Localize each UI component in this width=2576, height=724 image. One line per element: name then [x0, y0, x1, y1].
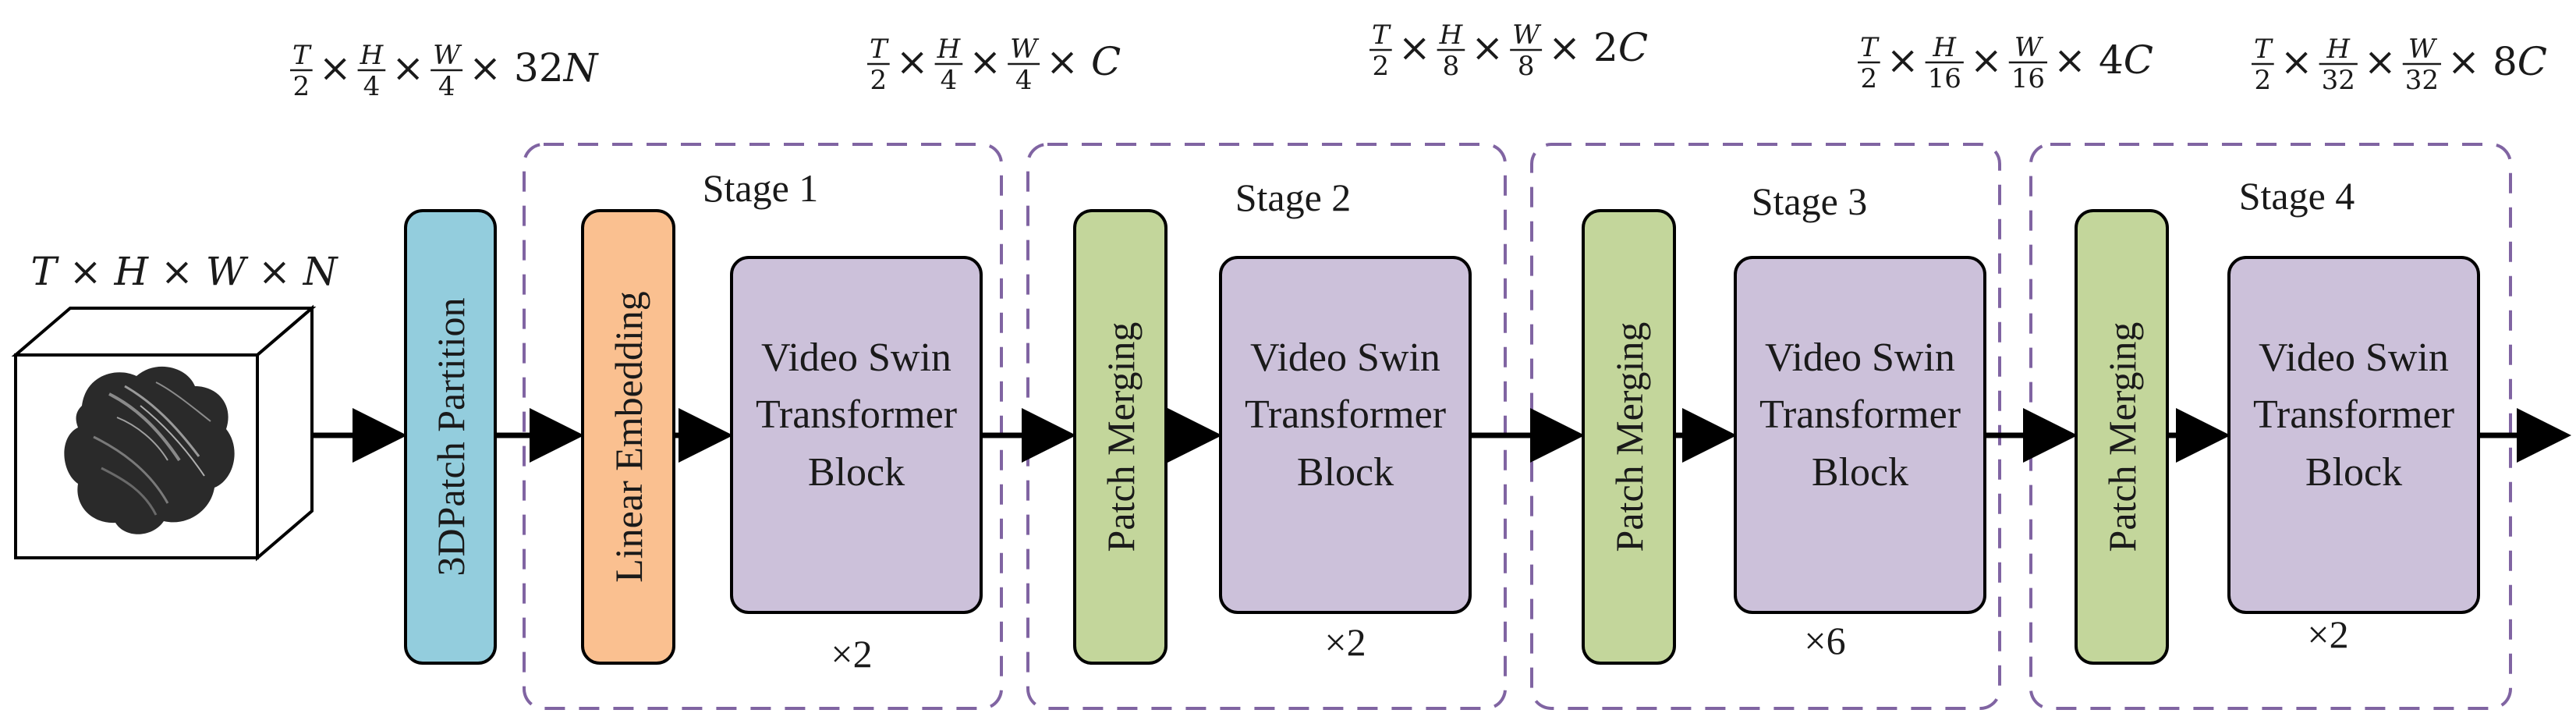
svg-text:T: T	[292, 40, 312, 71]
stage-2-block-line-1: Video Swin	[1250, 335, 1440, 380]
svg-text:32: 32	[2322, 65, 2355, 96]
stage-3-block-line-1: Video Swin	[1765, 335, 1955, 380]
stage-1-linear-embedding-label: Linear Embedding	[607, 291, 650, 583]
svg-text:×: ×	[1548, 25, 1581, 70]
stage-4-patch-merging-label: Patch Merging	[2100, 322, 2144, 552]
stage-1-block-line-2: Transformer	[756, 392, 957, 437]
svg-text:16: 16	[2011, 63, 2045, 94]
svg-text:×: ×	[1046, 39, 1079, 84]
svg-text:4C: 4C	[2099, 37, 2153, 83]
stage-1-block-line-1: Video Swin	[761, 335, 951, 380]
stage-4-block-line-2: Transformer	[2253, 392, 2454, 437]
svg-text:×: ×	[1970, 37, 2003, 83]
svg-text:W: W	[2014, 32, 2044, 63]
svg-text:T: T	[870, 34, 889, 65]
svg-text:H: H	[937, 34, 962, 65]
stage-3-repeat-count: ×6	[1804, 619, 1845, 662]
svg-text:8: 8	[1443, 51, 1460, 82]
svg-text:8C: 8C	[2493, 39, 2547, 84]
stage-2-block-line-2: Transformer	[1245, 392, 1446, 437]
svg-text:×: ×	[392, 45, 424, 90]
stage-3-boundary	[1530, 143, 2001, 710]
stage-4-block-line-1: Video Swin	[2259, 335, 2449, 380]
stage-4-repeat-count: ×2	[2307, 612, 2348, 656]
dimension-label-d4: T2×H32×W32×8C	[2252, 34, 2547, 96]
input-volume-cube	[11, 304, 317, 562]
svg-text:W: W	[2408, 34, 2438, 65]
svg-text:W: W	[433, 40, 462, 71]
svg-text:2C: 2C	[1593, 25, 1648, 70]
stage-1-block-line-3: Block	[808, 450, 905, 495]
svg-text:16: 16	[1928, 63, 1961, 94]
stage-1-boundary	[523, 143, 1003, 710]
stage-4-title: Stage 4	[2239, 174, 2355, 218]
svg-text:T: T	[2254, 34, 2273, 65]
svg-text:×: ×	[1887, 37, 1919, 83]
dimension-label-d0: T2×H4×W4×32N	[290, 40, 600, 102]
svg-text:H: H	[360, 40, 384, 71]
svg-text:32: 32	[2405, 65, 2439, 96]
svg-text:H: H	[2326, 34, 2351, 65]
svg-text:×: ×	[2364, 39, 2397, 84]
stage-4-block-line-3: Block	[2305, 450, 2402, 495]
dimension-label-d2: T2×H8×W8×2C	[1369, 20, 1648, 82]
svg-text:2: 2	[870, 65, 888, 96]
svg-text:4: 4	[941, 65, 958, 96]
patch-partition-label: 3DPatch Partition	[429, 298, 473, 577]
stage-3-patch-merging-label: Patch Merging	[1607, 322, 1651, 552]
stage-2-title: Stage 2	[1235, 176, 1352, 219]
svg-text:C: C	[1091, 39, 1121, 84]
svg-text:W: W	[1010, 34, 1040, 65]
svg-text:×: ×	[969, 39, 1001, 84]
input-dimension-label: T × H × W × N	[30, 249, 338, 294]
dimension-label-d3: T2×H16×W16×4C	[1858, 32, 2153, 94]
svg-text:32N: 32N	[514, 45, 600, 90]
svg-text:×: ×	[2447, 39, 2480, 84]
svg-text:T: T	[1372, 20, 1391, 51]
svg-text:2: 2	[1373, 51, 1390, 82]
svg-text:H: H	[1932, 32, 1957, 63]
svg-text:2: 2	[1861, 63, 1878, 94]
svg-text:×: ×	[469, 45, 501, 90]
stage-3-block-line-3: Block	[1812, 450, 1908, 495]
dimension-label-d1: T2×H4×W4×C	[867, 34, 1121, 96]
svg-text:4: 4	[1015, 65, 1033, 96]
svg-text:H: H	[1439, 20, 1464, 51]
svg-text:8: 8	[1518, 51, 1535, 82]
svg-text:×: ×	[1471, 25, 1504, 70]
svg-text:×: ×	[319, 45, 352, 90]
stage-2-block-line-3: Block	[1297, 450, 1394, 495]
svg-text:×: ×	[2280, 39, 2313, 84]
svg-text:W: W	[1512, 20, 1542, 51]
stage-1-repeat-count: ×2	[831, 632, 872, 676]
svg-text:4: 4	[438, 71, 455, 102]
stage-3-title: Stage 3	[1752, 179, 1868, 223]
stage-3-block-line-2: Transformer	[1759, 392, 1961, 437]
stage-1-title: Stage 1	[703, 166, 819, 210]
svg-text:T: T	[1860, 32, 1880, 63]
svg-text:×: ×	[2053, 37, 2086, 83]
stage-2-repeat-count: ×2	[1324, 620, 1366, 664]
svg-text:2: 2	[2255, 65, 2272, 96]
input-image-thumbnail	[64, 366, 235, 534]
svg-text:2: 2	[293, 71, 310, 102]
stage-2-patch-merging-label: Patch Merging	[1099, 322, 1143, 552]
svg-text:×: ×	[896, 39, 929, 84]
svg-text:×: ×	[1398, 25, 1431, 70]
svg-text:4: 4	[363, 71, 381, 102]
